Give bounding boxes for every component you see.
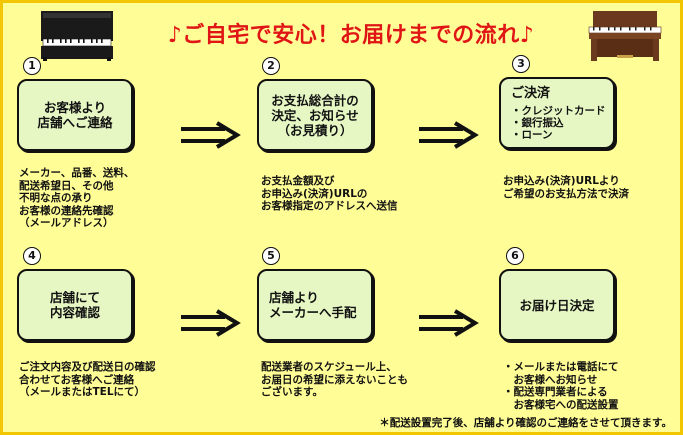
step-number-4: 4 [23, 247, 41, 265]
digital-piano-icon [588, 11, 662, 61]
step-number-5: 5 [262, 247, 280, 265]
step-number-2: 2 [262, 57, 280, 75]
step-desc-6: ・メールまたは電話にて お客様へお知らせ ・配送専門業者による お客様宅への配送… [503, 361, 619, 411]
step-desc-2: お支払金額及び お申込み(決済)URLの お客様指定のアドレスへ送信 [261, 175, 398, 212]
step-desc-3: お申込み(決済)URLより ご希望のお支払方法で決済 [503, 175, 629, 200]
step-box-4: 店舗にて 内容確認 [17, 269, 133, 341]
step-box-3: ご決済 ・クレジットカード ・銀行振込 ・ローン [499, 77, 615, 149]
step-desc-5: 配送業者のスケジュール上、 お届日の希望に添えないことも ございます。 [261, 361, 408, 398]
double-arrow-right-icon [181, 121, 241, 149]
payment-option: ・銀行振込 [511, 116, 564, 129]
double-arrow-right-icon [419, 121, 479, 149]
double-arrow-right-icon [419, 309, 479, 337]
step-number-6: 6 [506, 247, 524, 265]
step-number-3: 3 [512, 55, 530, 73]
page-title: ♪ご自宅で安心！お届けまでの流れ♪ [167, 23, 535, 48]
step-box-1: お客様より 店舗へご連絡 [17, 79, 133, 151]
step-desc-4: ご注文内容及び配送日の確認 合わせてお客様へご連絡 （メールまたはTELにて） [19, 361, 156, 398]
upright-piano-icon [41, 11, 113, 61]
double-arrow-right-icon [181, 309, 241, 337]
footer-note: ＊配送設置完了後、店舗より確認のご連絡をさせて頂きます。 [379, 417, 672, 429]
payment-option: ・クレジットカード [511, 104, 606, 117]
step-box-2: お支払総合計の 決定、お知らせ （お見積り） [257, 79, 373, 151]
step-box-6: お届け日決定 [499, 269, 615, 341]
step-box-3-head: ご決済 [511, 85, 551, 101]
step-number-1: 1 [23, 57, 41, 75]
step-box-5: 店舗より メーカーへ手配 [257, 269, 373, 341]
payment-option: ・ローン [511, 128, 553, 141]
step-desc-1: メーカー、品番、送料、 配送希望日、その他 不明な点の承り お客様の連絡先確認 … [19, 167, 135, 229]
